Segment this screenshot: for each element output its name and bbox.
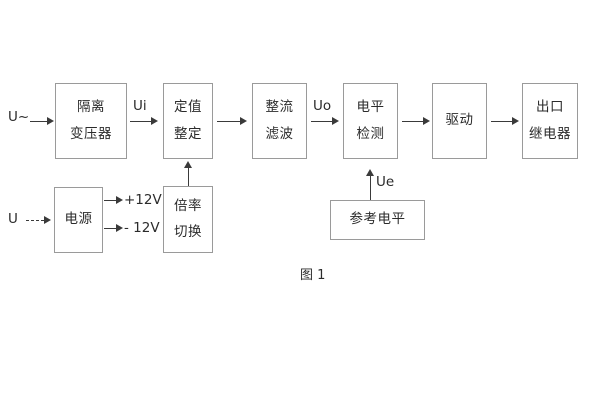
arrowhead-supply-negative bbox=[116, 224, 123, 232]
block-drive: 驱动 bbox=[432, 83, 487, 159]
connector-input-ac bbox=[30, 121, 48, 122]
block-isolation-transformer: 隔离 变压器 bbox=[55, 83, 127, 159]
connector-uo bbox=[311, 121, 333, 122]
block-label-line2: 变压器 bbox=[70, 125, 112, 142]
connector-ue bbox=[370, 176, 371, 200]
connector-multiplier-to-setting bbox=[188, 168, 189, 186]
connector-supply-positive bbox=[104, 200, 118, 201]
figure-caption: 图 1 bbox=[300, 268, 326, 283]
connector-supply-negative bbox=[104, 228, 118, 229]
block-reference-level: 参考电平 bbox=[330, 200, 425, 240]
block-label-line1: 隔离 bbox=[77, 99, 105, 115]
block-output-relay: 出口 继电器 bbox=[522, 83, 578, 159]
connector-setting-to-rectifier bbox=[217, 121, 241, 122]
connector-input-dc bbox=[26, 220, 44, 221]
block-label-line2: 滤波 bbox=[265, 125, 294, 142]
block-power-supply: 电源 bbox=[54, 187, 103, 253]
signal-label-supply-negative: - 12V bbox=[124, 220, 160, 236]
arrowhead-supply-positive bbox=[116, 196, 123, 204]
block-label-line1: 电平 bbox=[356, 99, 385, 115]
signal-label-supply-positive: +12V bbox=[124, 192, 162, 208]
signal-label-uo: Uo bbox=[313, 98, 332, 114]
block-label-line2: 整定 bbox=[174, 125, 202, 142]
block-label-line1: 倍率 bbox=[174, 197, 202, 214]
block-label-line1: 出口 bbox=[536, 99, 564, 115]
arrowhead-multiplier-to-setting bbox=[184, 161, 192, 168]
block-multiplier-switch: 倍率 切换 bbox=[163, 186, 213, 253]
block-setting-value: 定值 整定 bbox=[163, 83, 213, 159]
signal-label-input-dc: U bbox=[8, 211, 18, 227]
block-label-line1: 驱动 bbox=[445, 112, 474, 129]
block-label-line2: 切换 bbox=[174, 224, 202, 240]
block-label-line2: 继电器 bbox=[529, 125, 571, 142]
signal-label-input-ac: U~ bbox=[8, 109, 30, 125]
arrowhead-setting-to-rectifier bbox=[240, 117, 247, 125]
block-label-line2: 检测 bbox=[356, 125, 385, 142]
signal-label-ue: Ue bbox=[376, 174, 395, 190]
block-label-line1: 整流 bbox=[265, 99, 294, 115]
block-label-line1: 电源 bbox=[64, 211, 93, 228]
arrowhead-uo bbox=[332, 117, 339, 125]
arrowhead-level-to-drive bbox=[423, 117, 430, 125]
signal-label-ui: Ui bbox=[133, 98, 147, 114]
connector-ui bbox=[130, 121, 152, 122]
arrowhead-ue bbox=[366, 169, 374, 176]
arrowhead-input-dc bbox=[44, 216, 51, 224]
connector-drive-to-relay bbox=[491, 121, 513, 122]
arrowhead-drive-to-relay bbox=[512, 117, 519, 125]
block-label-line1: 参考电平 bbox=[349, 211, 406, 228]
arrowhead-input-ac bbox=[47, 117, 54, 125]
arrowhead-ui bbox=[151, 117, 158, 125]
block-level-detection: 电平 检测 bbox=[343, 83, 398, 159]
connector-level-to-drive bbox=[402, 121, 424, 122]
block-label-line1: 定值 bbox=[174, 99, 202, 115]
block-rectifier-filter: 整流 滤波 bbox=[252, 83, 307, 159]
